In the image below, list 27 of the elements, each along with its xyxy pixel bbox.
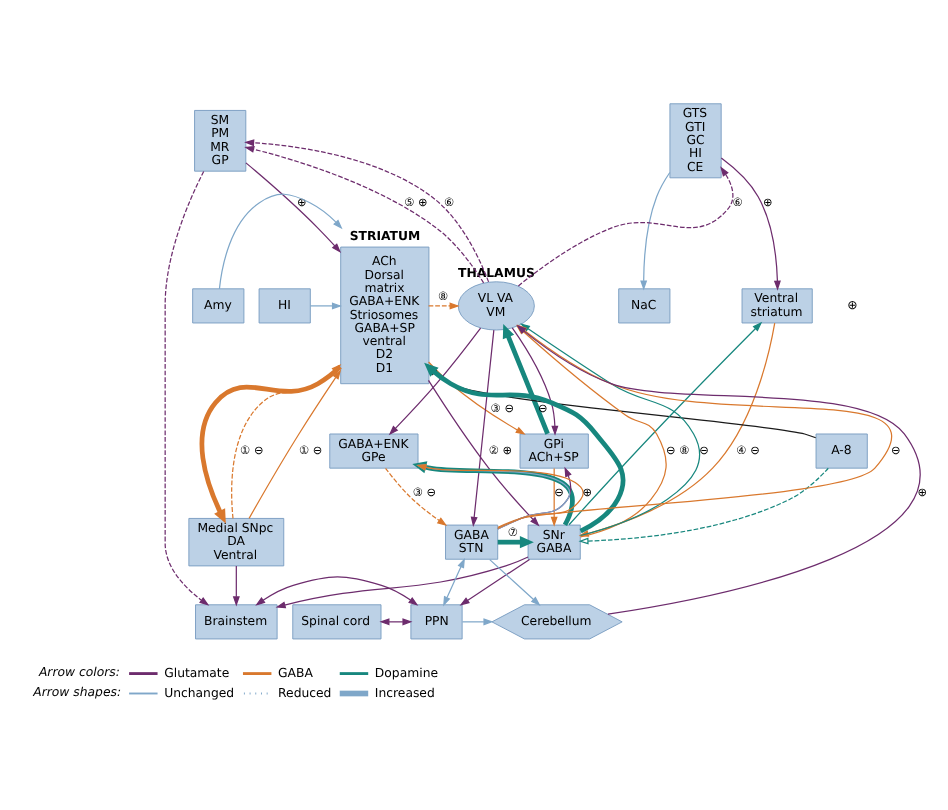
arrow bbox=[461, 617, 494, 625]
arrow bbox=[720, 156, 781, 290]
arrow bbox=[384, 466, 448, 525]
arrow bbox=[517, 165, 734, 286]
arrow bbox=[388, 326, 482, 435]
arrow bbox=[232, 564, 240, 606]
arrow bbox=[248, 368, 342, 518]
arrow bbox=[443, 556, 465, 606]
arrow bbox=[379, 617, 413, 625]
arrow bbox=[459, 557, 531, 605]
arrow bbox=[255, 575, 419, 605]
arrow bbox=[199, 364, 342, 523]
arrow bbox=[470, 328, 495, 526]
arrow bbox=[497, 535, 534, 548]
arrow bbox=[427, 301, 460, 309]
arrow bbox=[164, 169, 210, 605]
arrow bbox=[550, 466, 558, 526]
arrow bbox=[427, 378, 540, 526]
arrow bbox=[309, 301, 342, 309]
arrow bbox=[275, 555, 529, 608]
arrow bbox=[568, 320, 763, 525]
arrow bbox=[424, 361, 626, 533]
arrow bbox=[231, 363, 342, 518]
arrow bbox=[489, 558, 541, 605]
arrow bbox=[245, 161, 342, 252]
arrow bbox=[218, 192, 343, 289]
arrow bbox=[640, 170, 671, 290]
